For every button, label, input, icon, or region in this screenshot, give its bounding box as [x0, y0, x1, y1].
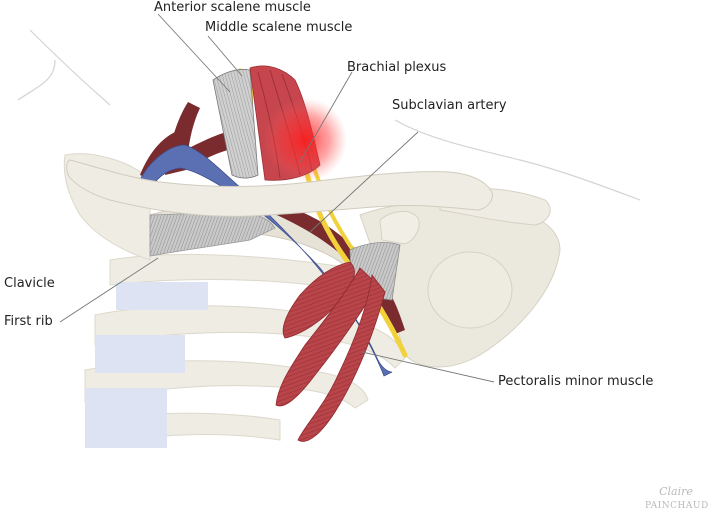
costal-cartilage-3: [85, 388, 167, 448]
label-middle-scalene-muscle: Middle scalene muscle: [205, 20, 353, 35]
clavicle-bone: [66, 159, 493, 217]
pain-glow: [263, 98, 347, 182]
anterior-scalene-muscle: [212, 69, 259, 179]
first-rib-scalene-insertion: [149, 211, 276, 257]
leader-first-rib: [59, 257, 159, 323]
label-clavicle: Clavicle: [4, 276, 55, 291]
costal-cartilage-1: [116, 282, 208, 310]
leader-brachial-plexus: [299, 71, 353, 163]
humeral-head: [427, 251, 513, 329]
costal-cartilage-2: [95, 335, 185, 373]
label-pectoralis-minor-muscle: Pectoralis minor muscle: [498, 374, 654, 389]
leader-middle-scalene: [207, 35, 243, 77]
artist-signature-last: PAINCHAUD: [645, 501, 709, 511]
subclavian-vein: [139, 144, 393, 377]
body-outline: [17, 29, 641, 201]
label-brachial-plexus: Brachial plexus: [347, 60, 447, 75]
pectoralis-minor-muscle: [275, 261, 386, 442]
label-subclavian-artery: Subclavian artery: [392, 98, 507, 113]
leader-pectoralis-minor: [361, 351, 495, 383]
label-first-rib: First rib: [4, 314, 53, 329]
label-anterior-scalene-muscle: Anterior scalene muscle: [154, 0, 311, 15]
artist-signature-first: Claire: [659, 485, 693, 498]
coracoid-process: [379, 211, 420, 245]
leader-subclavian-artery: [309, 131, 419, 233]
leader-lines: [59, 13, 495, 383]
leader-anterior-scalene: [157, 13, 231, 93]
